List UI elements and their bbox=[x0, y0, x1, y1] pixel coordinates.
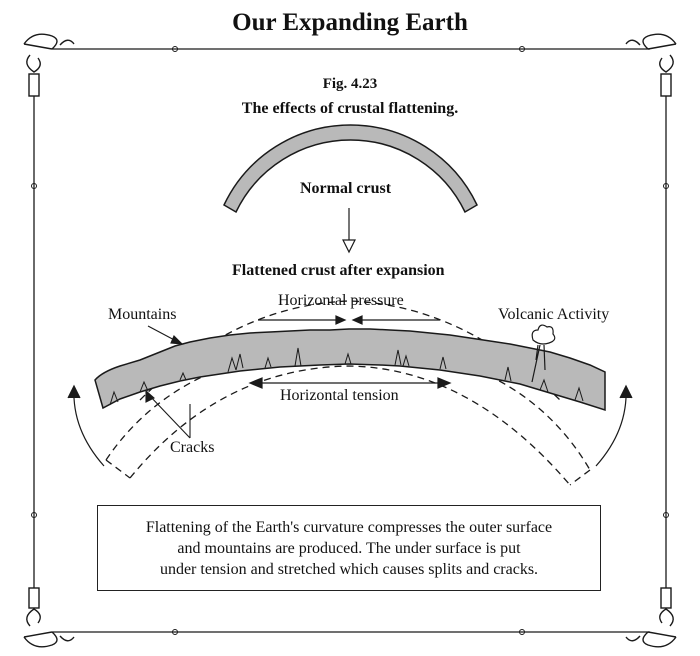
underside-cracks bbox=[109, 378, 584, 406]
explanation-line: Flattening of the Earth's curvature comp… bbox=[145, 518, 553, 536]
corner-ornament-bottom-left bbox=[23, 587, 75, 648]
corner-ornament-top-left bbox=[23, 33, 75, 97]
tension-arrow bbox=[248, 377, 452, 389]
label-normal-crust: Normal crust bbox=[300, 180, 392, 197]
volcano-icon bbox=[531, 324, 556, 383]
cracks-pointers bbox=[145, 389, 191, 439]
mountains-pointer bbox=[147, 325, 184, 345]
pressure-arrows bbox=[258, 315, 440, 325]
label-mountains: Mountains bbox=[108, 306, 177, 323]
corner-ornament-bottom-right bbox=[625, 587, 677, 648]
label-cracks: Cracks bbox=[170, 439, 215, 456]
curvature-arrows bbox=[67, 384, 633, 467]
explanation-line: under tension and stretched which causes… bbox=[159, 560, 539, 578]
label-horizontal-pressure: Horizontal pressure bbox=[278, 292, 404, 309]
explanation-line: and mountains are produced. The under su… bbox=[177, 539, 521, 557]
figure-caption: The effects of crustal flattening. bbox=[241, 100, 459, 117]
transition-arrow bbox=[342, 208, 356, 254]
ornamental-border bbox=[31, 46, 669, 635]
explanation-box: Flattening of the Earth's curvature comp… bbox=[97, 505, 601, 591]
flattened-crust-slab bbox=[94, 328, 606, 412]
normal-crust-arc bbox=[223, 124, 478, 214]
label-horizontal-tension: Horizontal tension bbox=[280, 387, 399, 404]
surface-spikes bbox=[179, 347, 512, 382]
page-title: Our Expanding Earth bbox=[232, 9, 468, 36]
figure-number: Fig. 4.23 bbox=[322, 76, 378, 92]
label-volcanic-activity: Volcanic Activity bbox=[498, 306, 610, 323]
label-flattened-crust: Flattened crust after expansion bbox=[232, 262, 445, 279]
corner-ornament-top-right bbox=[625, 33, 677, 97]
